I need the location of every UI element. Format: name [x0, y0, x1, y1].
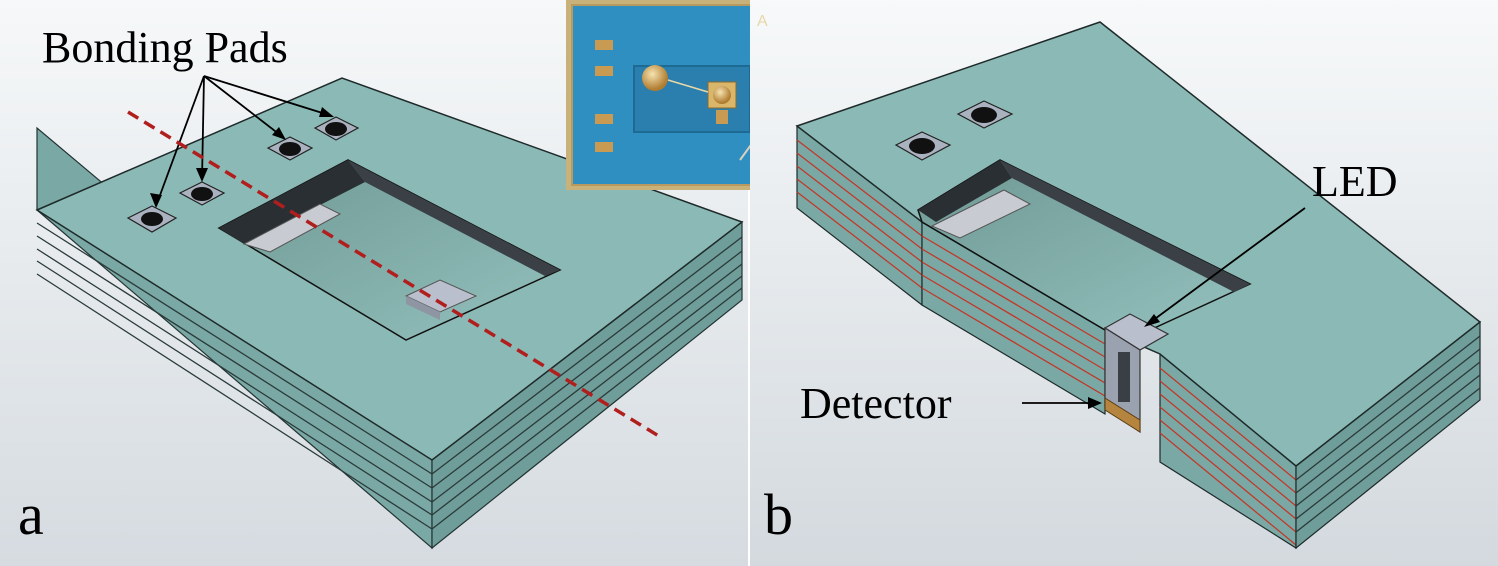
cavity-b-wall-right: [1000, 160, 1250, 292]
optical-channel: [1118, 352, 1130, 402]
ledge-front-side: [406, 296, 440, 320]
bonding-pad: [266, 136, 314, 161]
led-arrow: [1147, 207, 1306, 325]
bonding-pad: [313, 116, 360, 141]
detector-arrow-head: [1088, 397, 1102, 409]
ledge-back: [242, 203, 342, 253]
section-edges-front: [1159, 367, 1297, 546]
ledge-back-b: [930, 189, 1032, 239]
ledge-front: [404, 279, 478, 313]
inset-chip-marking: A: [757, 13, 768, 30]
inset-led-chip: [642, 65, 668, 91]
layer-lines-b: [1295, 335, 1481, 533]
layer-lines: [36, 222, 743, 530]
bonding-pad: [178, 181, 226, 206]
bonding-pads-b: [894, 100, 1014, 161]
detector-label: Detector: [800, 379, 952, 428]
pad-arrows: [155, 75, 333, 207]
arrow-heads: [150, 107, 334, 208]
inset-detector-chip: [713, 86, 731, 104]
panel-a-letter: a: [18, 482, 44, 547]
detector-layer: [1104, 397, 1141, 433]
cavity-b-wall-back: [918, 160, 1012, 222]
panel-b: [750, 0, 1498, 566]
led-arrow-head: [1144, 314, 1160, 327]
bonding-pads-label: Bonding Pads: [42, 23, 288, 72]
cavity-wall-back: [219, 160, 365, 244]
section-cut-line: [127, 110, 663, 440]
section-edges-mid: [921, 235, 1106, 397]
bonding-pads: [126, 116, 360, 233]
bonding-pad: [126, 205, 178, 233]
panel-b-letter: b: [764, 482, 793, 547]
led-label: LED: [1312, 157, 1398, 206]
section-edges-left: [796, 139, 923, 289]
bonding-pad: [956, 100, 1014, 129]
cavity-wall-right: [348, 160, 560, 276]
bonding-pad: [894, 131, 952, 161]
